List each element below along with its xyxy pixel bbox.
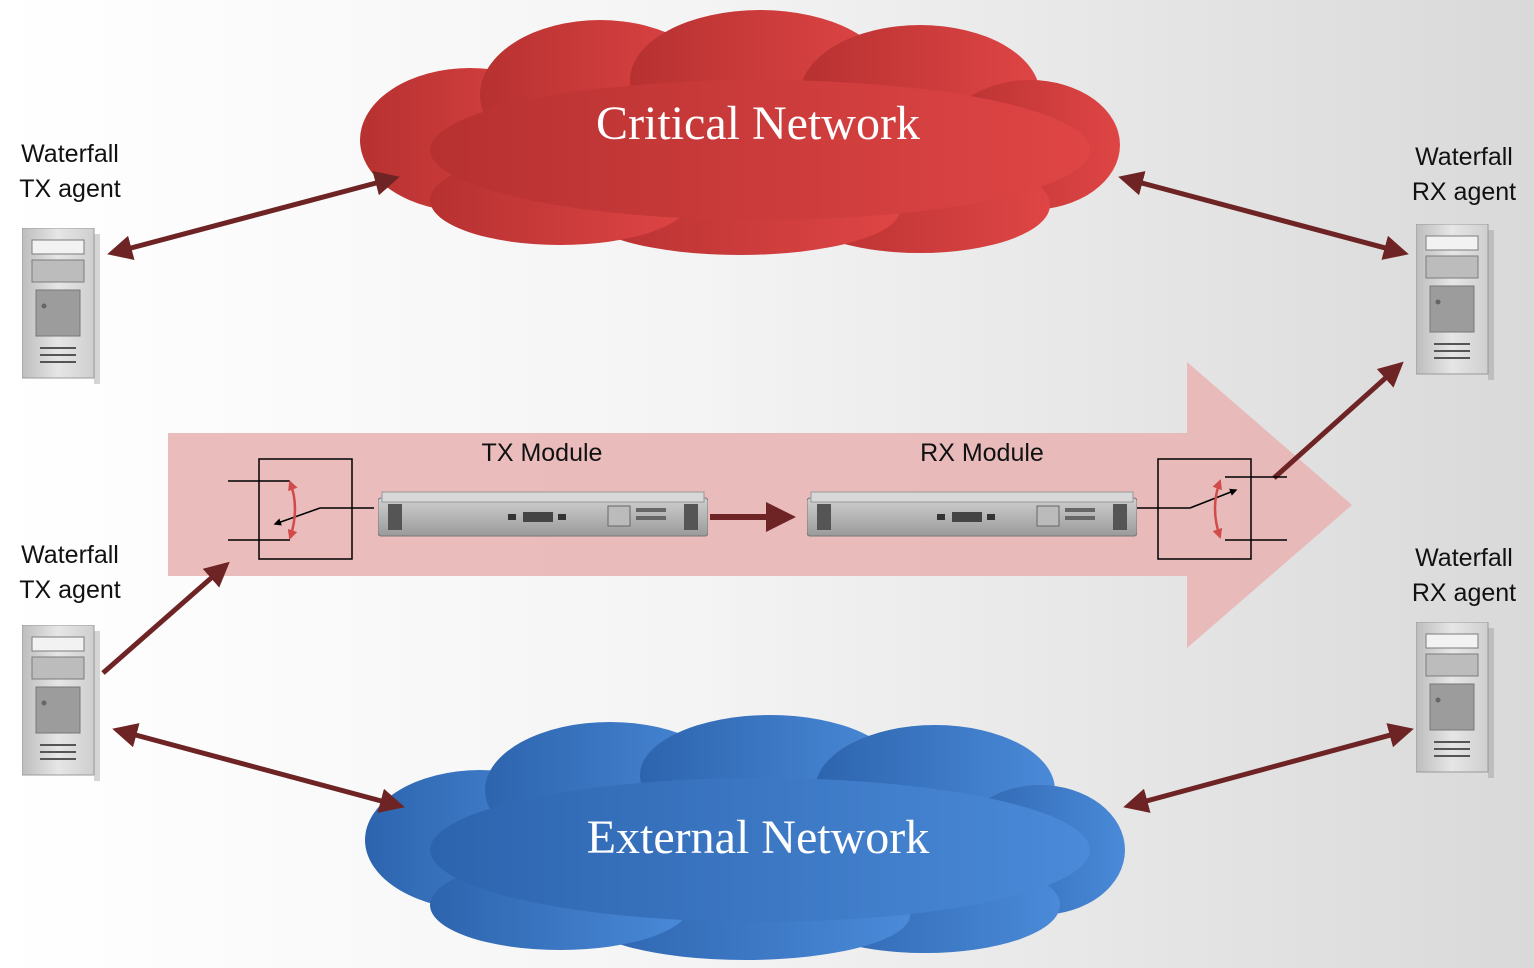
rx-agent-bottom-server-icon <box>1416 622 1495 779</box>
tx-agent-bottom-label: Waterfall TX agent <box>0 538 140 608</box>
rx-agent-bottom-label-line1: Waterfall <box>1415 544 1513 572</box>
rx-agent-bottom-label: Waterfall RX agent <box>1394 541 1534 611</box>
rx-switch <box>1135 458 1287 560</box>
external-network-cloud: External Network <box>365 715 1125 960</box>
rx-module-title: RX Module <box>920 439 1044 467</box>
tx-agent-bottom-label-line1: Waterfall <box>21 541 119 569</box>
arrow-switch-to-rx-agent <box>1272 361 1404 480</box>
arrow-tx-top-critical <box>107 171 400 260</box>
tx-agent-bottom-label-line2: TX agent <box>19 576 121 604</box>
tx-agent-top-label: Waterfall TX agent <box>0 137 140 207</box>
rx-agent-top-label-line1: Waterfall <box>1415 143 1513 171</box>
tx-module-hardware-icon <box>378 491 708 537</box>
arrow-rx-bottom-external <box>1123 723 1414 813</box>
rx-agent-bottom-label-line2: RX agent <box>1411 579 1517 607</box>
tx-module-title: TX Module <box>482 439 603 467</box>
rx-agent-top-label-line2: RX agent <box>1411 178 1517 206</box>
tx-switch <box>228 458 374 560</box>
tx-agent-top-server-icon <box>22 228 101 385</box>
flow-arrow-band <box>168 362 1352 648</box>
rx-module-hardware-icon <box>807 491 1137 537</box>
critical-network-title: Critical Network <box>596 97 920 150</box>
rx-agent-top-server-icon <box>1416 224 1495 381</box>
critical-network-cloud: Critical Network <box>360 10 1120 255</box>
arrow-tx-agent-to-switch <box>101 561 230 675</box>
tx-agent-top-label-line1: Waterfall <box>21 140 119 168</box>
rx-agent-top-label: Waterfall RX agent <box>1394 140 1534 210</box>
tx-agent-top-label-line2: TX agent <box>19 175 121 203</box>
tx-agent-bottom-server-icon <box>22 625 101 782</box>
external-network-title: External Network <box>587 811 930 864</box>
arrow-tx-bottom-external <box>112 723 405 813</box>
arrow-rx-top-critical <box>1118 171 1409 260</box>
